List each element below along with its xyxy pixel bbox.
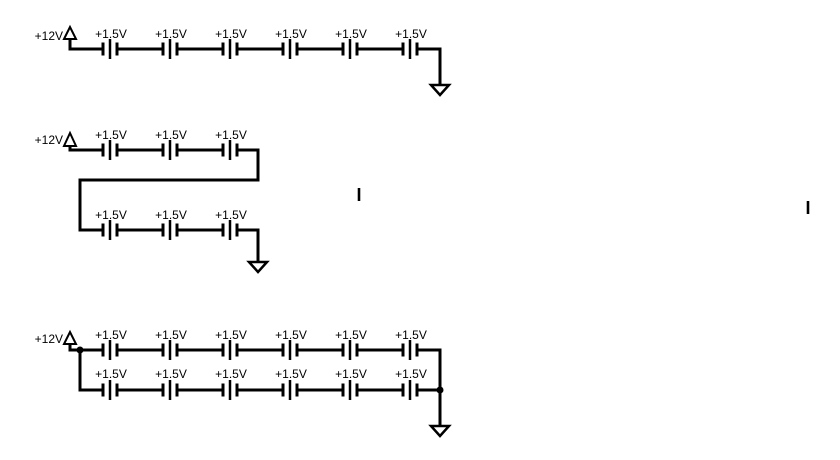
junction-dot	[436, 386, 444, 394]
battery-label: +1.5V	[155, 27, 187, 41]
power-port-icon	[62, 329, 78, 345]
battery-symbol	[161, 338, 179, 362]
battery-label: +1.5V	[95, 128, 127, 142]
battery-symbol	[161, 138, 179, 162]
wire-circuit3-top	[68, 344, 442, 390]
wire-circuit2	[68, 146, 260, 262]
battery-label: +1.5V	[215, 128, 247, 142]
battery-label: +1.5V	[95, 208, 127, 222]
power-port-icon	[62, 130, 78, 147]
battery-symbol	[341, 338, 359, 362]
battery-symbol	[341, 37, 359, 61]
battery-label: +1.5V	[275, 328, 307, 342]
battery-symbol	[161, 218, 179, 242]
battery-label: +1.5V	[95, 367, 127, 381]
battery-label: +1.5V	[395, 328, 427, 342]
battery-symbol	[101, 378, 119, 402]
battery-label: +1.5V	[215, 367, 247, 381]
circuit-series-wrapped: +12V +1.5V +1.5V +1.5V +1.5V +1.5V +1.5V	[35, 128, 270, 274]
battery-symbol	[401, 378, 419, 402]
stray-text-mark: I	[805, 198, 810, 218]
battery-label: +1.5V	[95, 27, 127, 41]
battery-label: +1.5V	[395, 367, 427, 381]
wire-circuit3-bottom	[78, 350, 442, 426]
battery-symbol	[101, 37, 119, 61]
battery-label: +1.5V	[335, 328, 367, 342]
battery-symbol	[161, 378, 179, 402]
battery-symbol	[281, 338, 299, 362]
circuit-series-six: +12V +1.5V +1.5V +1.5V +1.5V +1.5V +1.5V	[35, 24, 452, 97]
wire-circuit1	[68, 39, 442, 85]
battery-label: +1.5V	[275, 27, 307, 41]
battery-symbol	[221, 218, 239, 242]
battery-label: +1.5V	[155, 128, 187, 142]
battery-symbol	[341, 378, 359, 402]
stray-text-mark: I	[356, 185, 361, 205]
battery-label: +1.5V	[155, 367, 187, 381]
ground-icon	[428, 83, 452, 97]
battery-label: +1.5V	[335, 27, 367, 41]
battery-symbol	[221, 138, 239, 162]
battery-symbol	[101, 338, 119, 362]
battery-symbol	[221, 338, 239, 362]
battery-symbol	[281, 378, 299, 402]
battery-label: +1.5V	[395, 27, 427, 41]
source-label: +12V	[35, 332, 63, 346]
battery-label: +1.5V	[155, 208, 187, 222]
source-label: +12V	[35, 29, 63, 43]
battery-label: +1.5V	[215, 27, 247, 41]
battery-symbol	[401, 338, 419, 362]
source-label: +12V	[35, 133, 63, 147]
battery-label: +1.5V	[335, 367, 367, 381]
battery-symbol	[161, 37, 179, 61]
ground-icon	[246, 260, 270, 274]
battery-label: +1.5V	[215, 208, 247, 222]
battery-symbol	[101, 218, 119, 242]
power-port-icon	[62, 24, 78, 40]
battery-label: +1.5V	[215, 328, 247, 342]
battery-symbol	[101, 138, 119, 162]
battery-symbol	[281, 37, 299, 61]
battery-symbol	[221, 378, 239, 402]
battery-symbol	[221, 37, 239, 61]
battery-label: +1.5V	[95, 328, 127, 342]
ground-icon	[428, 424, 452, 438]
junction-dot	[76, 346, 84, 354]
battery-label: +1.5V	[275, 367, 307, 381]
battery-label: +1.5V	[155, 328, 187, 342]
circuit-parallel-strings: +12V +1.5V +1.5V +1.5V +1.5V +1.5V +1.5V…	[35, 328, 452, 438]
battery-symbol	[401, 37, 419, 61]
